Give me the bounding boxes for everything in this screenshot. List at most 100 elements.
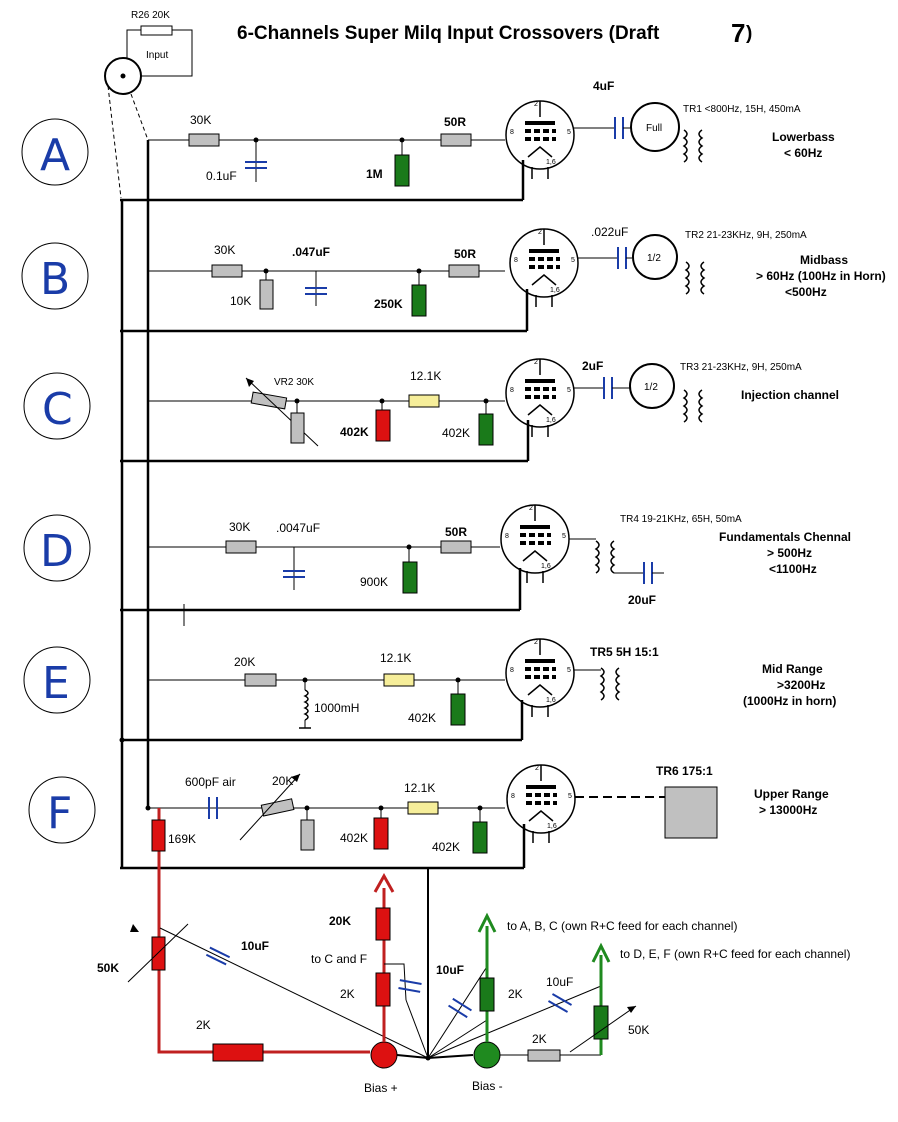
svg-text:TR3 21-23KHz, 9H, 250mA: TR3 21-23KHz, 9H, 250mA: [680, 362, 802, 373]
svg-text:(1000Hz in horn): (1000Hz in horn): [743, 694, 836, 708]
capacitor-cf: [397, 979, 423, 993]
resistor-900k-d: [402, 561, 418, 594]
svg-text:TR4 19-21KHz, 65H, 50mA: TR4 19-21KHz, 65H, 50mA: [620, 514, 742, 525]
capacitor-4uf: [614, 116, 624, 140]
svg-text:600pF air: 600pF air: [185, 775, 236, 789]
svg-text:Fundamentals Chennal: Fundamentals Chennal: [719, 530, 851, 544]
resistor-30k-a: [188, 133, 220, 147]
svg-text:<1100Hz: <1100Hz: [769, 562, 817, 576]
svg-text:1,6: 1,6: [547, 823, 557, 830]
svg-text:to D, E, F (own R+C feed for: to D, E, F (own R+C feed for each channe…: [620, 947, 850, 961]
svg-text:Bias -: Bias -: [472, 1079, 503, 1093]
inductor-1000mh: [303, 689, 309, 721]
draft-number: 7: [731, 18, 745, 48]
svg-text:8: 8: [510, 129, 514, 136]
svg-text:< 60Hz: < 60Hz: [784, 146, 822, 160]
channel-letter-d: D: [23, 514, 91, 582]
channel-letter-f: F: [28, 776, 96, 844]
input-signal-lead: [130, 93, 149, 141]
svg-text:VR2 30K: VR2 30K: [274, 377, 314, 388]
pot-50k-right: [593, 1005, 609, 1040]
resistor-50r-b: [448, 264, 480, 278]
svg-text:Midbass: Midbass: [800, 253, 848, 267]
transformer-tr3: [683, 389, 703, 423]
resistor-50r-a: [440, 133, 472, 147]
svg-text:.022uF: .022uF: [591, 225, 628, 239]
input-resistor: [140, 25, 173, 36]
svg-text:2: 2: [534, 639, 538, 646]
resistor-30k-d: [225, 540, 257, 554]
svg-text:169K: 169K: [168, 832, 196, 846]
svg-text:2: 2: [534, 101, 538, 108]
svg-text:250K: 250K: [374, 297, 403, 311]
bias-plus-node: [370, 1041, 398, 1069]
pot-50k-left: [151, 936, 166, 971]
resistor-20k-e: [244, 673, 277, 687]
svg-text:Bias +: Bias +: [364, 1081, 398, 1095]
svg-text:1,6: 1,6: [546, 697, 556, 704]
svg-text:F: F: [47, 788, 72, 839]
channel-letter-b: B: [21, 242, 89, 310]
svg-text:20uF: 20uF: [628, 593, 656, 607]
channel-letter-c: C: [23, 372, 91, 440]
svg-text:50K: 50K: [628, 1023, 649, 1037]
svg-text:TR2 21-23KHz, 9H, 250mA: TR2 21-23KHz, 9H, 250mA: [685, 230, 807, 241]
resistor-1m-a: [394, 154, 410, 187]
svg-text:20K: 20K: [234, 655, 255, 669]
pot-vr2: [250, 391, 288, 410]
svg-text:> 60Hz (100Hz in Horn): > 60Hz (100Hz in Horn): [756, 269, 886, 283]
svg-text:30K: 30K: [229, 520, 250, 534]
svg-text:.047uF: .047uF: [292, 245, 330, 259]
svg-text:1,6: 1,6: [550, 287, 560, 294]
svg-text:C: C: [42, 384, 73, 435]
svg-text:20K: 20K: [329, 914, 351, 928]
svg-text:E: E: [42, 658, 70, 709]
capacitor-022uf: [617, 246, 627, 270]
svg-text:2: 2: [535, 765, 539, 772]
svg-text:2: 2: [538, 229, 542, 236]
input-label: Input: [146, 50, 168, 61]
resistor-c-vr-shunt: [290, 412, 305, 444]
svg-text:8: 8: [505, 533, 509, 540]
resistor-2k-neg-bottom: [527, 1049, 561, 1062]
svg-text:TR5 5H 15:1: TR5 5H 15:1: [590, 645, 659, 659]
svg-text:10K: 10K: [230, 294, 251, 308]
svg-text:2: 2: [534, 359, 538, 366]
svg-text:2: 2: [529, 505, 533, 512]
svg-text:5: 5: [567, 129, 571, 136]
title-close-paren: ): [746, 23, 752, 44]
svg-text:10uF: 10uF: [546, 975, 573, 989]
resistor-402k-c-green: [478, 413, 494, 446]
label-1m-a: 1M: [366, 167, 383, 181]
svg-text:50R: 50R: [445, 525, 467, 539]
resistor-402k-f-green: [472, 821, 488, 854]
svg-text:> 500Hz: > 500Hz: [767, 546, 812, 560]
svg-text:1,6: 1,6: [541, 563, 551, 570]
svg-text:Upper Range: Upper Range: [754, 787, 829, 801]
resistor-12k1-f: [407, 801, 439, 815]
svg-text:Lowerbass: Lowerbass: [772, 130, 835, 144]
resistor-250k-b: [411, 284, 427, 317]
bias-minus-node: [473, 1041, 501, 1069]
channel-letter-e: E: [23, 646, 91, 714]
load-half-c: [629, 363, 675, 409]
svg-text:.0047uF: .0047uF: [276, 521, 320, 535]
tube-a: [505, 100, 575, 180]
svg-text:50K: 50K: [97, 961, 119, 975]
tube-c: [505, 358, 575, 438]
svg-text:5: 5: [571, 257, 575, 264]
resistor-2k-bottom: [212, 1043, 264, 1062]
transformer-tr6-box: [664, 786, 718, 839]
page-title: 6-Channels Super Milq Input Crossovers (…: [237, 23, 660, 44]
transformer-tr2: [685, 261, 705, 295]
svg-text:8: 8: [511, 793, 515, 800]
resistor-30k-b: [211, 264, 243, 278]
resistor-402k-c-red: [375, 409, 391, 442]
label-30k-a: 30K: [190, 113, 211, 127]
label-0-1uf: 0.1uF: [206, 169, 237, 183]
resistor-50r-d: [440, 540, 472, 554]
